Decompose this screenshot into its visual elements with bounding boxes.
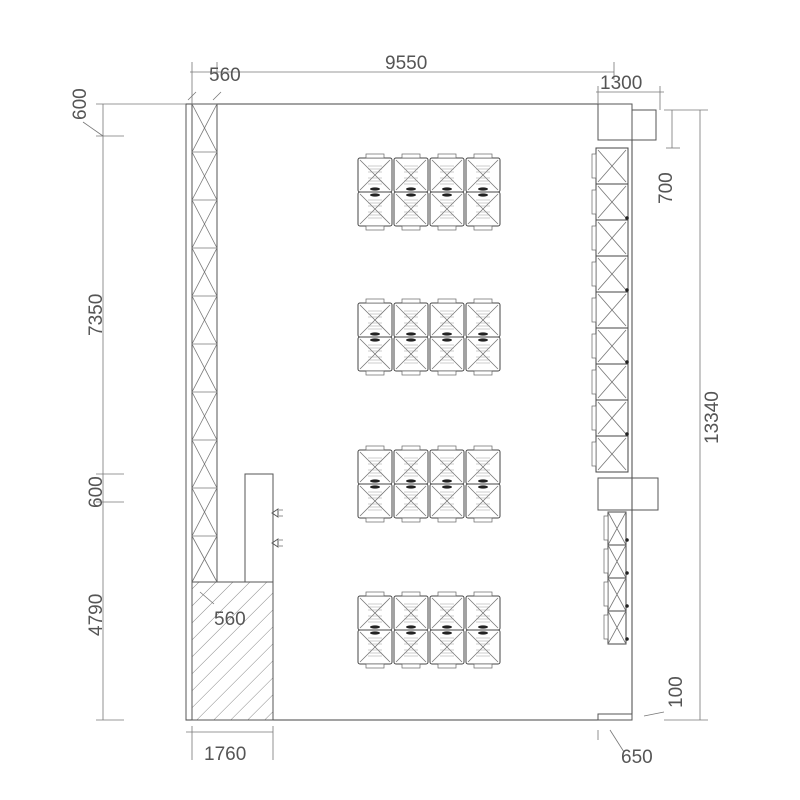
table-unit — [465, 336, 501, 376]
cabinet-unit — [591, 399, 629, 437]
cabinet-unit — [591, 435, 629, 473]
dim-top-1300: 1300 — [600, 73, 642, 94]
table-unit — [357, 298, 393, 338]
dim-top-560: 560 — [209, 65, 241, 86]
table-unit — [465, 298, 501, 338]
table-unit — [429, 591, 465, 631]
table-unit — [429, 191, 465, 231]
table-unit — [393, 191, 429, 231]
cabinet-unit — [591, 147, 629, 185]
dim-left-7350: 7350 — [86, 294, 107, 336]
dim-inner-560: 560 — [214, 609, 246, 630]
dimension-lines — [82, 62, 708, 760]
dim-bottom-1760: 1760 — [204, 744, 246, 765]
table-unit — [429, 445, 465, 485]
table-unit — [357, 336, 393, 376]
dim-left-600-mid: 600 — [86, 476, 107, 508]
table-unit — [357, 591, 393, 631]
cabinet-unit — [591, 255, 629, 293]
cabinet-unit — [591, 183, 629, 221]
table-unit — [465, 591, 501, 631]
table-cluster — [357, 445, 501, 523]
table-unit — [429, 298, 465, 338]
table-unit — [357, 191, 393, 231]
dim-right-700: 700 — [656, 172, 677, 204]
table-unit — [357, 629, 393, 669]
table-unit — [429, 483, 465, 523]
table-cluster — [357, 298, 501, 376]
cabinet-unit — [591, 291, 629, 329]
table-unit — [465, 629, 501, 669]
table-unit — [393, 153, 429, 193]
table-unit — [357, 483, 393, 523]
table-unit — [465, 445, 501, 485]
dim-left-600-top: 600 — [70, 88, 91, 120]
right-pillar-top-ext — [631, 109, 657, 141]
dim-right-13340: 13340 — [702, 391, 723, 444]
cabinet-unit — [591, 363, 629, 401]
table-unit — [429, 336, 465, 376]
stage-inner-box — [244, 473, 274, 583]
table-unit — [465, 191, 501, 231]
hatched-stage-area — [191, 581, 274, 721]
lower-unit — [603, 577, 629, 612]
table-unit — [393, 629, 429, 669]
right-pillar-bottom — [597, 713, 633, 721]
cabinet-unit — [591, 327, 629, 365]
lower-unit — [603, 511, 629, 546]
dim-top-9550: 9550 — [385, 53, 427, 74]
table-unit — [465, 153, 501, 193]
lower-unit — [603, 610, 629, 645]
lower-unit — [603, 544, 629, 579]
table-cluster — [357, 591, 501, 669]
lower-right-units — [603, 511, 629, 645]
dim-bottom-650: 650 — [621, 747, 653, 768]
table-unit — [357, 153, 393, 193]
table-unit — [429, 153, 465, 193]
table-unit — [465, 483, 501, 523]
right-cabinet-column — [591, 147, 629, 473]
table-unit — [393, 336, 429, 376]
table-unit — [429, 629, 465, 669]
table-unit — [393, 483, 429, 523]
table-clusters — [357, 153, 501, 669]
table-unit — [393, 298, 429, 338]
table-unit — [357, 445, 393, 485]
dim-left-4790: 4790 — [86, 594, 107, 636]
cabinet-unit — [591, 219, 629, 257]
table-cluster — [357, 153, 501, 231]
left-truss — [191, 103, 218, 583]
stage-speaker-icons — [271, 508, 283, 548]
table-unit — [393, 445, 429, 485]
dim-right-100: 100 — [666, 676, 687, 708]
right-pillar-mid — [597, 477, 659, 511]
table-unit — [393, 591, 429, 631]
